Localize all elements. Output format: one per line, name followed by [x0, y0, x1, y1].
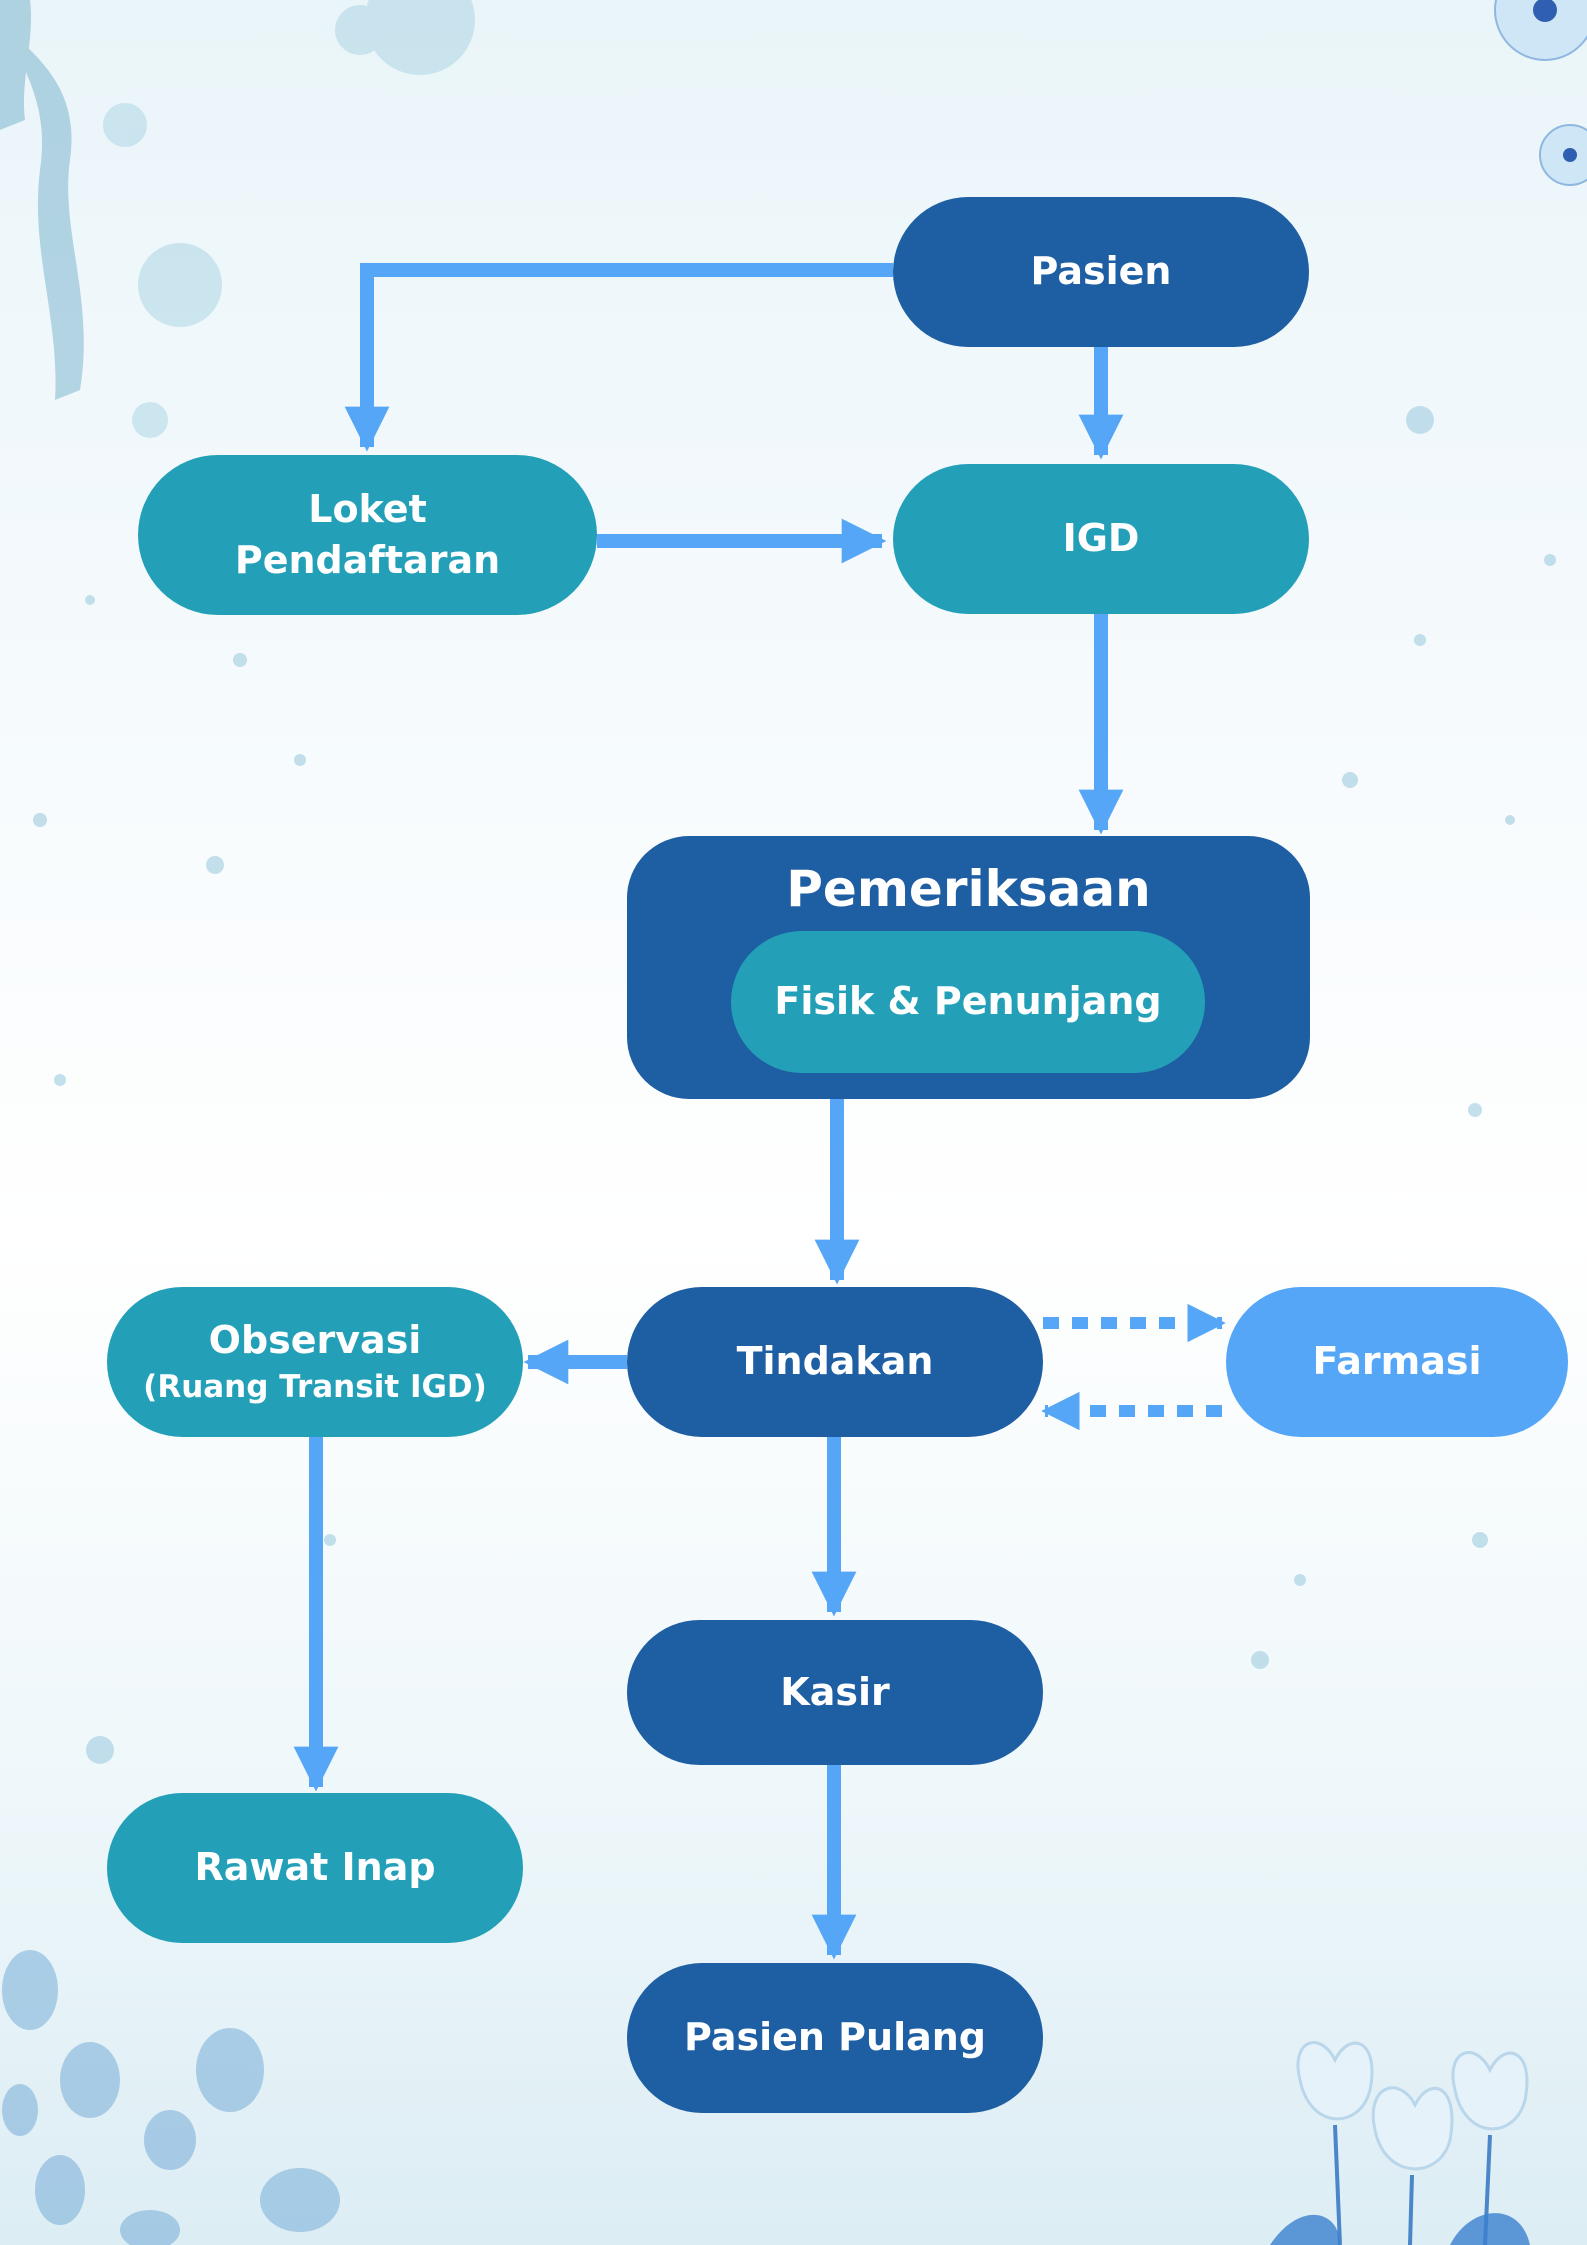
node-farmasi: Farmasi [1226, 1287, 1568, 1437]
node-loket-label-line1: Loket [308, 486, 427, 531]
node-observasi-label: Observasi [208, 1318, 422, 1363]
node-observasi: Observasi (Ruang Transit IGD) [107, 1287, 523, 1437]
node-pasien-pulang-label: Pasien Pulang [684, 2015, 986, 2060]
tulip-decoration-icon [1296, 2041, 1529, 2171]
node-kasir: Kasir [627, 1620, 1043, 1765]
node-farmasi-label: Farmasi [1312, 1339, 1482, 1384]
node-rawat-inap: Rawat Inap [107, 1793, 523, 1943]
node-igd: IGD [893, 464, 1309, 614]
arrow-pasien-to-loket [344, 263, 893, 452]
node-rawat-inap-label: Rawat Inap [194, 1845, 436, 1890]
node-tindakan-label: Tindakan [736, 1339, 934, 1384]
node-pemeriksaan-label: Pemeriksaan [786, 860, 1151, 918]
node-observasi-sublabel: (Ruang Transit IGD) [143, 1368, 487, 1405]
node-kasir-label: Kasir [780, 1669, 890, 1714]
node-loket-pendaftaran: Loket Pendaftaran [138, 455, 597, 615]
node-tindakan: Tindakan [627, 1287, 1043, 1437]
node-igd-label: IGD [1062, 516, 1140, 561]
node-loket-label-line2: Pendaftaran [234, 538, 501, 582]
node-fisik-label: Fisik & Penunjang [774, 979, 1162, 1024]
node-pasien-label: Pasien [1030, 249, 1172, 294]
node-pasien: Pasien [893, 197, 1309, 347]
node-fisik-penunjang: Fisik & Penunjang [731, 931, 1205, 1073]
node-pasien-pulang: Pasien Pulang [627, 1963, 1043, 2113]
